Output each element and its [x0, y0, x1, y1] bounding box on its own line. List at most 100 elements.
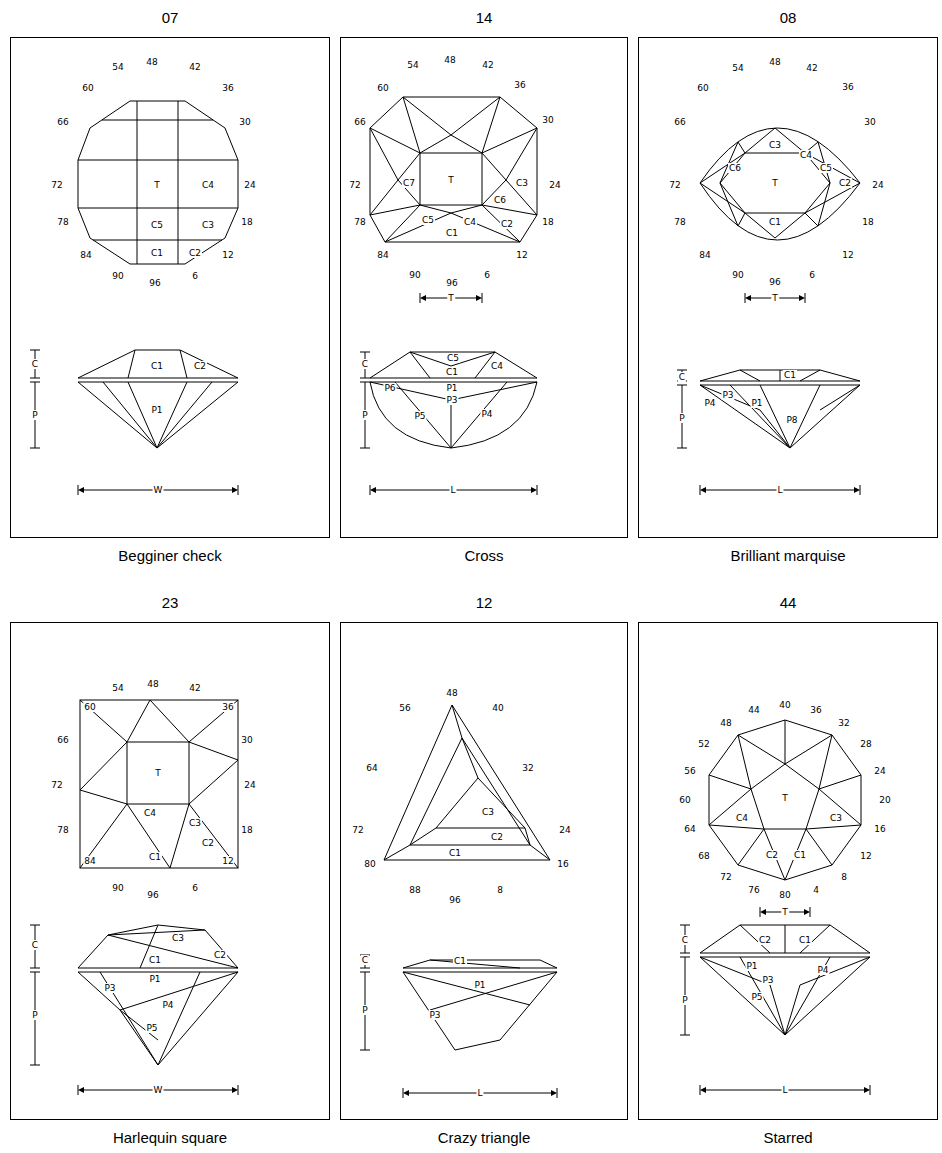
- facet-label: P3: [761, 975, 774, 985]
- index-number: 90: [731, 270, 744, 280]
- index-number: 72: [348, 180, 361, 190]
- facet-label: P1: [745, 961, 758, 971]
- facet-label: P: [31, 410, 38, 420]
- index-number: 42: [805, 63, 818, 73]
- facet-label: C4: [735, 813, 749, 823]
- index-number: 40: [778, 700, 791, 710]
- facet-label: C6: [728, 163, 742, 173]
- facet-label: T: [771, 293, 779, 303]
- index-number: 32: [837, 718, 850, 728]
- facet-label: P1: [445, 383, 458, 393]
- facet-label: C2: [201, 838, 215, 848]
- index-number: 16: [873, 824, 886, 834]
- facet-label: C6: [493, 195, 507, 205]
- index-number: 36: [513, 80, 526, 90]
- facet-label: P1: [750, 398, 763, 408]
- index-number: 48: [146, 679, 159, 689]
- index-number: 60: [83, 702, 96, 712]
- facet-label: C5: [446, 353, 460, 363]
- index-number: 72: [50, 180, 63, 190]
- design-number: 44: [619, 594, 942, 612]
- index-number: 36: [841, 82, 854, 92]
- design-number: 12: [321, 594, 647, 612]
- index-number: 54: [111, 62, 124, 72]
- index-number: 8: [840, 872, 848, 882]
- index-number: 18: [861, 217, 874, 227]
- facet-label: C2: [193, 361, 207, 371]
- index-number: 36: [221, 83, 234, 93]
- index-number: 16: [556, 859, 569, 869]
- facet-label: C: [361, 955, 369, 965]
- facet-label: C7: [402, 178, 416, 188]
- facet-label: C3: [171, 933, 185, 943]
- facet-label: C2: [490, 832, 504, 842]
- design-caption: Harlequin square: [0, 1129, 349, 1147]
- design-number: 14: [321, 9, 647, 27]
- index-number: 6: [191, 883, 199, 893]
- facet-label: C1: [453, 956, 467, 966]
- facet-label: P: [31, 1010, 38, 1020]
- facet-label: W: [153, 485, 164, 495]
- index-number: 72: [351, 825, 364, 835]
- index-number: 76: [747, 885, 760, 895]
- cut-panel: 23Harlequin square: [10, 622, 330, 1120]
- facet-label: C2: [765, 850, 779, 860]
- index-number: 24: [548, 180, 561, 190]
- facet-label: C3: [201, 220, 215, 230]
- index-number: 12: [515, 250, 528, 260]
- facet-label: C5: [150, 220, 164, 230]
- facet-label: P6: [383, 383, 396, 393]
- facet-label: P1: [148, 974, 161, 984]
- facet-label: C3: [515, 178, 529, 188]
- index-number: 90: [408, 270, 421, 280]
- index-number: 30: [863, 117, 876, 127]
- facet-label: C1: [150, 248, 164, 258]
- facet-label: C1: [445, 228, 459, 238]
- index-number: 54: [406, 60, 419, 70]
- facet-label: T: [153, 180, 161, 190]
- index-number: 84: [376, 250, 389, 260]
- index-number: 84: [79, 250, 92, 260]
- facet-label: P5: [750, 992, 763, 1002]
- index-number: 66: [56, 735, 69, 745]
- index-number: 80: [778, 890, 791, 900]
- index-number: 18: [240, 825, 253, 835]
- facet-label: P4: [816, 965, 829, 975]
- index-number: 48: [445, 688, 458, 698]
- facet-label: L: [449, 485, 456, 495]
- index-number: 24: [558, 825, 571, 835]
- index-number: 42: [188, 62, 201, 72]
- cut-panel: 08Brilliant marquise: [638, 37, 938, 538]
- facet-label: C4: [490, 361, 504, 371]
- facet-label: W: [153, 1085, 164, 1095]
- facet-label: C2: [188, 248, 202, 258]
- facet-label: P8: [785, 415, 798, 425]
- facet-label: C1: [150, 361, 164, 371]
- facet-label: C2: [500, 219, 514, 229]
- index-number: 32: [521, 763, 534, 773]
- index-number: 60: [696, 83, 709, 93]
- index-number: 90: [111, 271, 124, 281]
- facet-label: C2: [838, 178, 852, 188]
- facet-label: C1: [148, 852, 162, 862]
- index-number: 42: [188, 683, 201, 693]
- index-number: 30: [541, 115, 554, 125]
- facet-label: C2: [213, 950, 227, 960]
- facet-label: P3: [721, 390, 734, 400]
- design-number: 07: [0, 9, 349, 27]
- facet-label: P4: [480, 409, 493, 419]
- index-number: 54: [111, 683, 124, 693]
- facet-label: C3: [188, 818, 202, 828]
- facet-label: T: [154, 768, 162, 778]
- index-number: 12: [859, 851, 872, 861]
- index-number: 6: [191, 271, 199, 281]
- facet-label: P1: [473, 980, 486, 990]
- index-number: 72: [668, 180, 681, 190]
- facet-label: T: [447, 293, 455, 303]
- design-caption: Starred: [619, 1129, 942, 1147]
- facet-label: C: [361, 359, 369, 369]
- index-number: 96: [445, 278, 458, 288]
- facet-label: C1: [798, 935, 812, 945]
- index-number: 66: [673, 117, 686, 127]
